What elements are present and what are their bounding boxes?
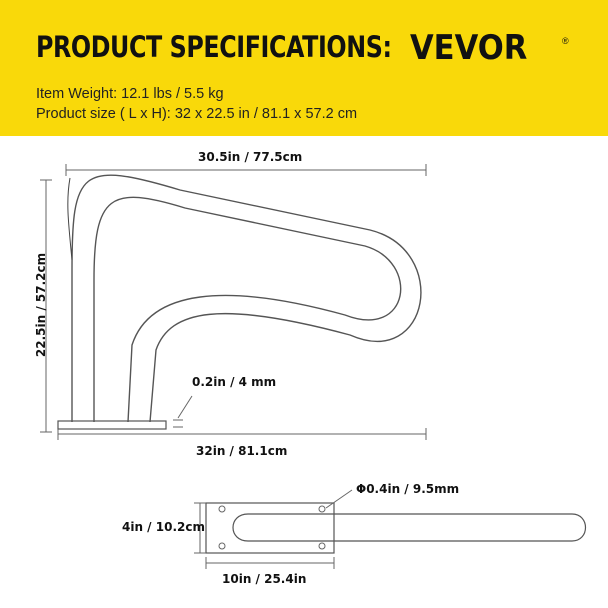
top-width-label: 30.5in / 77.5cm (198, 150, 303, 164)
handrail-top-edge (67, 177, 73, 261)
product-size-text: Product size ( L x H): 32 x 22.5 in / 81… (36, 106, 358, 122)
height-label: 22.5in / 57.2cm (34, 252, 48, 358)
handrail-outer-edge (71, 174, 422, 423)
base-length-label: 32in / 81.1cm (196, 444, 288, 458)
page-title: PRODUCT SPECIFICATIONS: (36, 30, 392, 64)
item-weight-text: Item Weight: 12.1 lbs / 5.5 kg (36, 86, 224, 102)
thickness-label: 0.2in / 4 mm (192, 375, 277, 389)
base-plate-top (205, 502, 335, 554)
hole-diameter-leader (325, 489, 353, 509)
spec-header-banner: PRODUCT SPECIFICATIONS: VEVOR ® Item Wei… (0, 0, 608, 136)
mounting-hole (218, 542, 226, 550)
rail-top-view (232, 513, 587, 542)
plate-height-label: 4in / 10.2cm (122, 520, 205, 534)
base-plate-side (57, 420, 167, 430)
handrail-inner-edge (93, 196, 402, 423)
plate-width-label: 10in / 25.4in (222, 572, 307, 586)
registered-mark: ® (562, 36, 569, 46)
hole-diameter-label: Φ0.4in / 9.5mm (356, 482, 460, 496)
mounting-hole (218, 505, 226, 513)
mounting-hole (318, 542, 326, 550)
brand-logo: VEVOR (410, 28, 528, 68)
mounting-hole (318, 505, 326, 513)
thickness-leader-line (177, 395, 193, 419)
